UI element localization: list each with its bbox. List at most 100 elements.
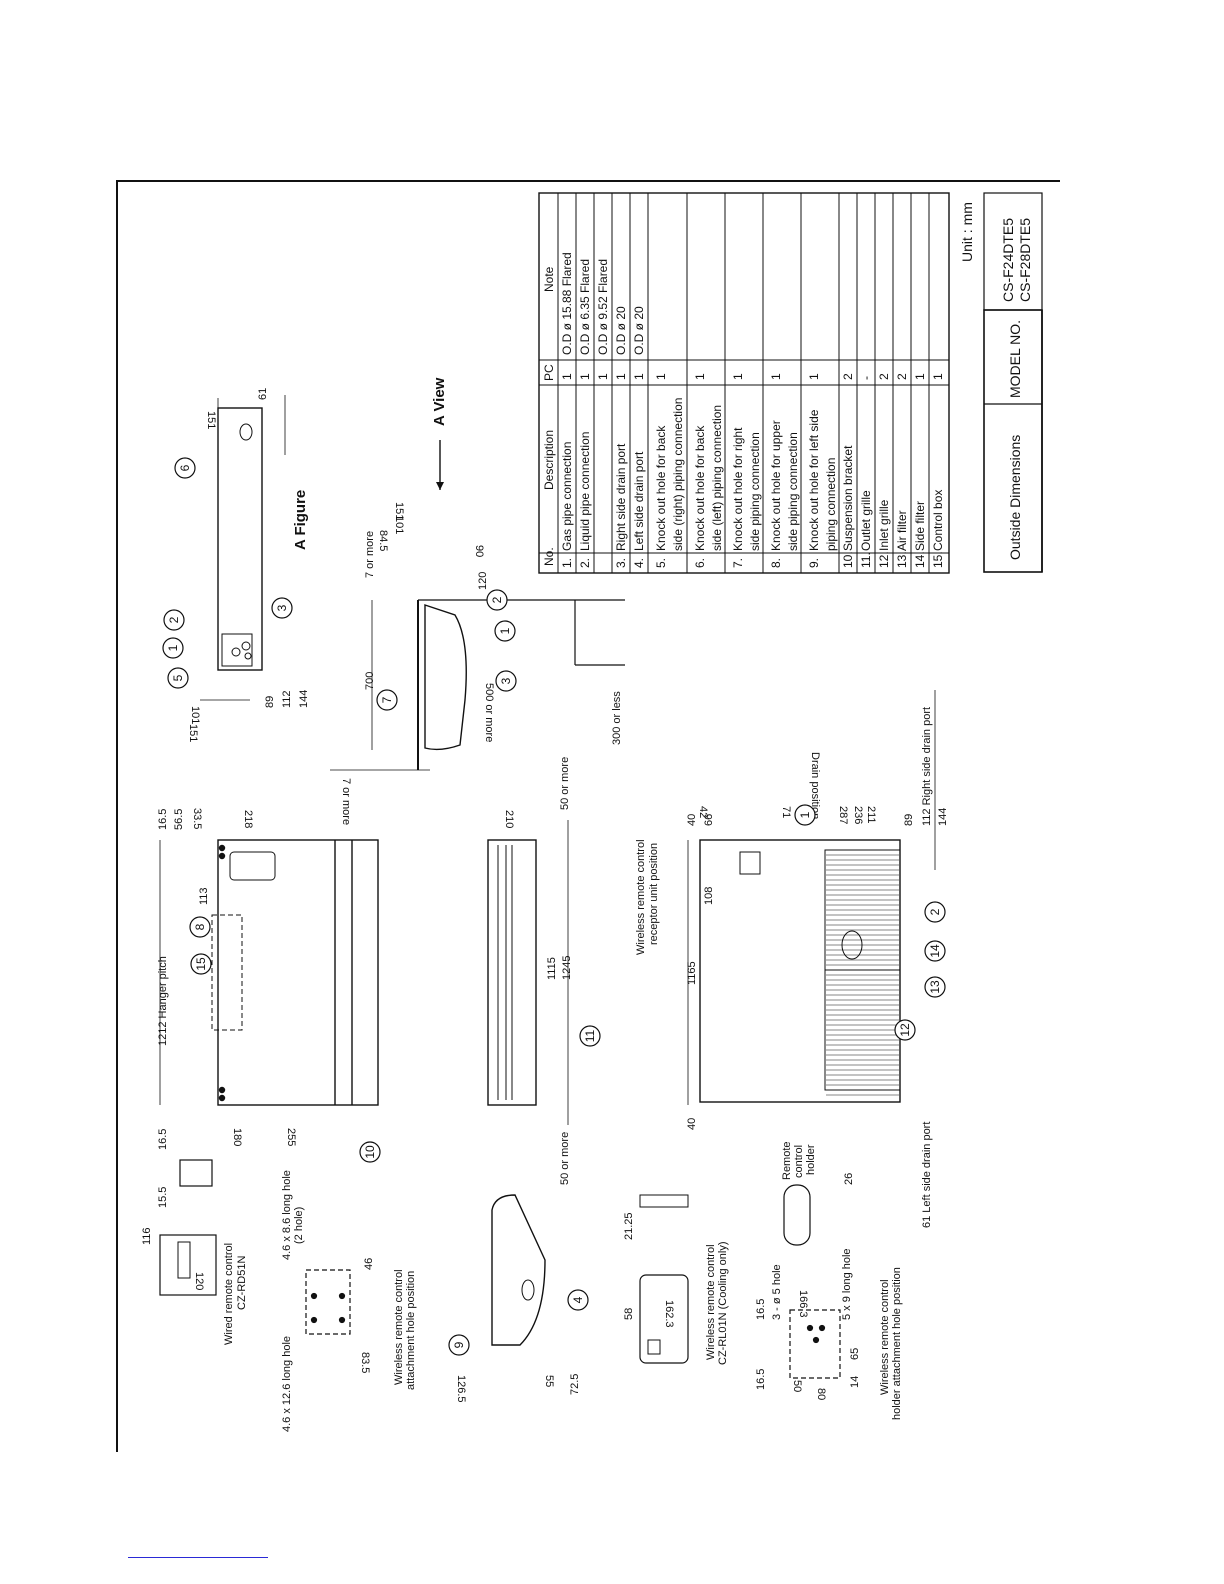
dim-16-5-d: 16.5 [755,1369,767,1390]
dim-65: 65 [849,1348,861,1360]
table-header-no: No. [542,547,556,566]
table-row-pc: 1 [931,373,945,380]
table-row-description: Gas pipe connection [560,442,574,551]
label-wireless-model-2: CZ-RL01N (Cooling only) [717,1242,729,1366]
dim-83-5: 83.5 [359,1352,371,1373]
callout-number: 2 [928,908,942,915]
table-row-no: 3. [614,558,628,568]
dim-211: 211 [865,806,877,824]
dim-180: 180 [231,1128,243,1146]
callout-circle [174,457,196,479]
callout-circle [162,637,184,659]
dim-16-5-b: 16.5 [157,809,169,830]
callout-circle [494,620,516,642]
label-500-or-more: 500 or more [483,683,495,742]
dim-120: 120 [193,1272,205,1290]
dim-40-b: 40 [686,814,698,826]
table-row-no: 8. [769,558,783,568]
callout-number: 5 [171,674,185,681]
table-row-description: side (left) piping connection [710,405,724,551]
table-row-no: 14. [913,551,927,568]
dim-89: 89 [264,696,276,708]
dim-66: 66 [703,814,715,826]
dim-90: 90 [473,545,485,557]
a-figure-label: A Figure [292,490,309,550]
table-header-note: Note [542,266,556,292]
dim-50: 50 [791,1380,803,1392]
table-row-pc: 1 [578,373,592,380]
callout-number: 2 [490,596,504,603]
table-row-description: Left side drain port [632,451,646,551]
table-row-description: side piping connection [786,432,800,551]
label-wireless-attach-1: Wireless remote control [393,1269,405,1385]
unit-label: Unit : mm [959,202,975,262]
label-long-hole-46: 4.6 x 8.6 long hole [281,1170,293,1260]
footer-rule [128,1557,268,1558]
a-figure: A Figure 151 61 101 151 89 112 144 [187,388,310,743]
table-row-note: O.D ø 6.35 Flared [578,259,592,355]
dim-255: 255 [285,1128,297,1146]
table-row-pc: 1 [654,373,668,380]
table-row-no: 13. [895,551,909,568]
table-row-no: 7. [731,558,745,568]
callout-circle [486,589,508,611]
dim-42: 42 [697,806,709,818]
dim-210: 210 [503,810,515,828]
dim-1245: 1245 [561,956,573,980]
callout-number: 3 [499,677,513,684]
label-left-drain: 61 Left side drain port [921,1122,933,1228]
label-300-or-less: 300 or less [611,691,623,745]
callout-circle [924,940,946,962]
table-header-pc: PC [542,364,556,381]
table-row-description: Side filter [913,501,927,551]
callout-number: 9 [452,1341,466,1348]
table-row-description: Knock out hole for back [693,425,707,551]
dim-113: 113 [198,887,210,905]
dim-151: 151 [205,411,217,429]
dim-16-5-a: 16.5 [157,1129,169,1150]
a-view-label: A View [431,377,448,426]
table-row-pc: - [859,376,873,380]
dim-33-5: 33.5 [191,808,203,829]
dim-1165: 1165 [686,961,698,985]
model-label: MODEL NO. [1007,320,1023,398]
table-row-pc: 1 [731,373,745,380]
table-row-pc: 2 [841,373,855,380]
label-50-or-more-a: 50 or more [559,757,571,810]
label-hanger-pitch: 1212 Hanger pitch [157,956,169,1046]
table-row-description: side piping connection [748,432,762,551]
table-row-pc: 1 [769,373,783,380]
callout-circle [924,976,946,998]
table-row-no: 10. [841,551,855,568]
drawing-frame [116,180,1060,1452]
callout-number: 8 [193,923,207,930]
table-row-description: Inlet grille [877,499,891,551]
table-row-description: side (right) piping connection [671,398,685,551]
table-row-pc: 1 [807,373,821,380]
table-row-pc: 2 [877,373,891,380]
table-row-no: 15. [931,551,945,568]
dim-14: 14 [849,1376,861,1388]
callout-number: 2 [167,616,181,623]
dim-16-5-c: 16.5 [755,1299,767,1320]
table-row-description: Air filter [895,510,909,551]
dim-61: 61 [257,388,269,400]
table-row-description: Knock out hole for back [654,425,668,551]
dim-89-b: 89 [903,814,915,826]
label-holder-2: control [793,1145,805,1178]
dim-56-5: 56.5 [173,809,185,830]
dim-55: 55 [543,1375,555,1387]
label-wireless-model-1: Wireless remote control [705,1244,717,1360]
table-row-no: 11. [859,552,873,568]
table-row-no: 4. [632,558,646,568]
table-row-description: Control box [931,490,945,551]
dim-15-5: 15.5 [157,1187,169,1208]
label-7-or-more-a: 7 or more [364,531,376,578]
callout-circle [794,804,816,826]
front-view: 1212 Hanger pitch 16.5 16.5 56.5 33.5 21… [157,808,379,1150]
label-wireless-attach-2: attachment hole position [405,1271,417,1390]
dim-151-a: 151 [393,502,405,520]
sheet-title: Outside Dimensions [1007,435,1023,560]
